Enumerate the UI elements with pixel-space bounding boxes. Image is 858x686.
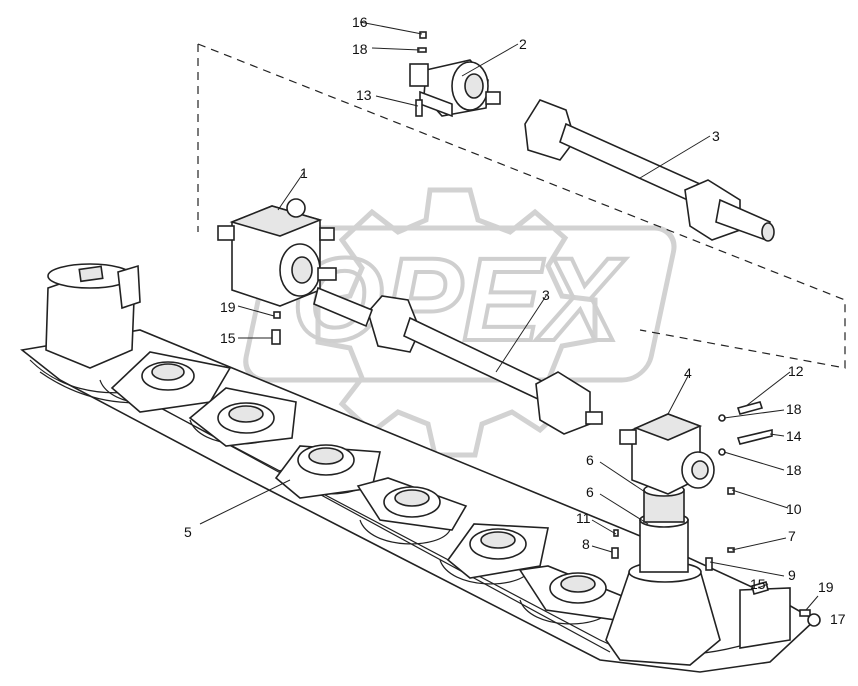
cutting-disc xyxy=(110,351,232,413)
callout-15: 15 xyxy=(220,330,236,346)
assembly-dashed-outline-top xyxy=(197,43,846,369)
left-drum-housing xyxy=(45,263,141,369)
callout-labels: 16 18 2 13 3 1 19 3 15 4 12 18 14 6 18 6… xyxy=(184,14,846,627)
callout-8: 8 xyxy=(582,536,590,552)
drive-shaft-lower xyxy=(313,286,603,435)
callout-14: 14 xyxy=(786,428,802,444)
bearing-coupler xyxy=(409,59,501,118)
callout-18: 18 xyxy=(786,462,802,478)
drive-shaft-upper xyxy=(524,99,775,242)
cutting-disc xyxy=(518,565,634,621)
callout-5: 5 xyxy=(184,524,192,540)
cutting-disc xyxy=(356,477,468,531)
callout-15: 15 xyxy=(750,576,766,592)
cutting-discs xyxy=(110,351,634,621)
callout-2: 2 xyxy=(519,36,527,52)
callout-9: 9 xyxy=(788,567,796,583)
right-drum-housing xyxy=(605,483,791,666)
callout-18: 18 xyxy=(352,41,368,57)
leader-lines xyxy=(199,21,819,611)
cutting-disc xyxy=(274,444,381,499)
callout-12: 12 xyxy=(788,363,804,379)
callout-10: 10 xyxy=(786,501,802,517)
callout-13: 13 xyxy=(356,87,372,103)
callout-7: 7 xyxy=(788,528,796,544)
gear-icon xyxy=(315,187,598,458)
fasteners xyxy=(271,31,821,627)
cutting-disc xyxy=(446,523,549,579)
callout-6: 6 xyxy=(586,484,594,500)
callout-6: 6 xyxy=(586,452,594,468)
callout-17: 17 xyxy=(830,611,846,627)
cutting-disc xyxy=(188,387,297,447)
callout-3: 3 xyxy=(542,287,550,303)
gearbox-right xyxy=(619,413,715,495)
callout-18: 18 xyxy=(786,401,802,417)
gearbox-left xyxy=(217,198,337,307)
callout-4: 4 xyxy=(684,365,692,381)
callout-11: 11 xyxy=(576,510,591,526)
callout-19: 19 xyxy=(220,299,236,315)
callout-19: 19 xyxy=(818,579,834,595)
callout-1: 1 xyxy=(300,165,308,181)
callout-16: 16 xyxy=(352,14,368,30)
callout-3: 3 xyxy=(712,128,720,144)
